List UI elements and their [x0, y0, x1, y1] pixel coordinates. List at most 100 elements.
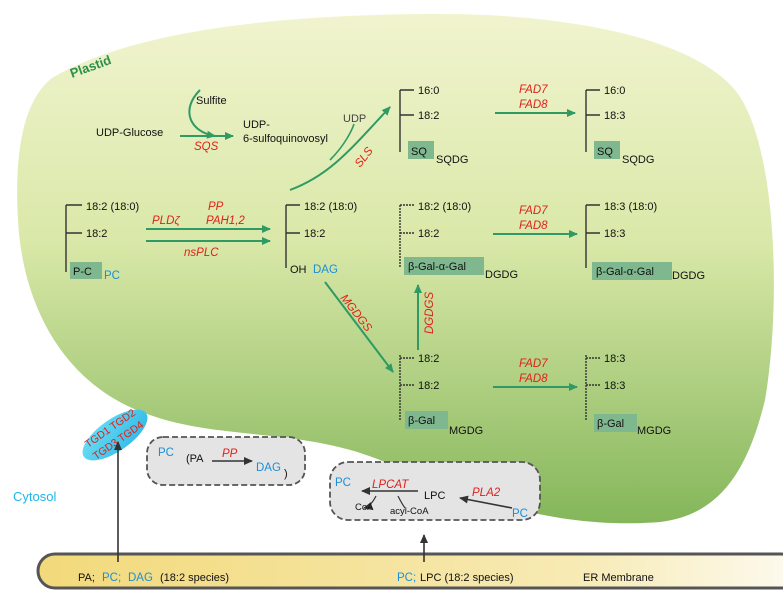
sulfite-label: Sulfite — [196, 95, 227, 107]
mgdg-right-headgroup-box — [594, 414, 637, 432]
fad8-sqdg: FAD8 — [519, 99, 548, 111]
er-dag: DAG — [128, 572, 153, 584]
mgdg-right: 18:3 18:3 β-Gal MGDG — [585, 353, 671, 437]
dgdg-right-headgroup: β-Gal-α-Gal — [596, 266, 654, 278]
pc-headgroup-box — [70, 262, 102, 279]
dgdg-left: 18:2 (18:0) 18:2 β-Gal-α-Gal DGDG — [399, 201, 518, 281]
dgdg-left-headgroup: β-Gal-α-Gal — [408, 261, 466, 273]
mgdg-left-chain2: 18:2 — [418, 380, 439, 392]
acylcoa-uptake-arc — [397, 495, 406, 509]
er-pc: PC; — [102, 572, 121, 584]
dgdg-right-headgroup-box — [592, 262, 672, 280]
dgdgs-step: DGDGS — [414, 284, 436, 350]
fad8-mgdg: FAD8 — [519, 373, 548, 385]
mgdg-left: 18:2 18:2 β-Gal MGDG — [399, 353, 483, 437]
box2-pla2: PLA2 — [472, 487, 501, 499]
pc-to-dag: PLDζ PP PAH1,2 nsPLC — [146, 201, 271, 259]
sqdg-right-chain2: 18:3 — [604, 110, 625, 122]
box2-lpcat: LPCAT — [372, 479, 409, 491]
udp-glucose-label: UDP-Glucose — [96, 127, 163, 139]
sqdg-left-chain2: 18:2 — [418, 110, 439, 122]
er-membrane-label: ER Membrane — [583, 572, 654, 584]
fad8-dgdg: FAD8 — [519, 220, 548, 232]
plastid-stroma — [17, 13, 774, 524]
mgdgs-arrow — [324, 281, 394, 373]
dgdg-left-headgroup-box — [404, 257, 484, 275]
pc-headgroup: P-C — [73, 266, 92, 278]
sqdg-left-headgroup-box — [408, 141, 434, 159]
dgdg-right: 18:3 (18:0) 18:3 β-Gal-α-Gal DGDG — [585, 201, 705, 282]
udp-sq-line1: UDP- — [243, 119, 270, 131]
dag-chain2: 18:2 — [304, 228, 325, 240]
dag-headgroup: OH — [290, 264, 307, 276]
dgdgs-enzyme: DGDGS — [424, 292, 436, 335]
sqs-enzyme: SQS — [194, 141, 219, 153]
dag-chain1: 18:2 (18:0) — [304, 201, 357, 213]
dgdg-left-chain1: 18:2 (18:0) — [418, 201, 471, 213]
lpcat-pla2-box: PC LPCAT CoA acyl-CoA LPC PLA2 PC — [329, 461, 541, 521]
mgdg-left-chain1: 18:2 — [418, 353, 439, 365]
sulfite-arrow — [188, 89, 216, 139]
pc-pa-dag-box: PC (PA PP DAG ) — [146, 436, 306, 486]
udp-sq-line2: 6-sulfoquinovosyl — [243, 133, 328, 145]
udp-release-arc — [329, 123, 355, 161]
er-pa: PA; — [78, 572, 95, 584]
sqdg-right-chain1: 16:0 — [604, 85, 625, 97]
fad-row-dgdg: FAD7 FAD8 — [493, 205, 578, 238]
sqdg-left-headgroup: SQ — [411, 146, 427, 158]
pc-chain2: 18:2 — [86, 228, 107, 240]
er-membrane: ER Membrane — [36, 552, 783, 590]
mgdg-left-headgroup-box — [405, 411, 448, 429]
tgd-complex-shape — [82, 409, 148, 461]
sqdg-right: 16:0 18:3 SQ SQDG — [585, 85, 654, 166]
mgdg-right-chain2: 18:3 — [604, 380, 625, 392]
cytosol-label: Cytosol — [13, 489, 56, 504]
pldz-enzyme: PLDζ — [152, 215, 180, 227]
fad-row-sqdg: FAD7 FAD8 — [495, 84, 576, 117]
box1-close: ) — [284, 468, 288, 480]
pp-enzyme: PP — [208, 201, 224, 213]
dag-molecule: 18:2 (18:0) 18:2 OH DAG — [285, 201, 357, 276]
box2-acylcoa: acyl-CoA — [390, 506, 429, 517]
mgdg-left-headgroup: β-Gal — [408, 415, 435, 427]
fad7-sqdg: FAD7 — [519, 84, 548, 96]
box1-dag: DAG — [256, 462, 281, 474]
box2-pc-left: PC — [335, 477, 351, 489]
box2-pc-right: PC — [512, 508, 528, 520]
fad-row-mgdg: FAD7 FAD8 — [493, 358, 578, 391]
box1-pc: PC — [158, 447, 174, 459]
pah-enzyme: PAH1,2 — [206, 215, 245, 227]
dgdg-right-chain1: 18:3 (18:0) — [604, 201, 657, 213]
pla2-arrow — [459, 495, 513, 509]
er-right-species: PC; LPC (18:2 species) — [397, 572, 514, 584]
mgdg-right-name: MGDG — [637, 425, 671, 437]
box1-pa: (PA — [186, 453, 204, 465]
pc-name: PC — [104, 270, 120, 282]
box2-lpc: LPC — [424, 490, 445, 502]
dgdg-left-name: DGDG — [485, 269, 518, 281]
sqdg-right-name: SQDG — [622, 154, 654, 166]
mgdg-left-name: MGDG — [449, 425, 483, 437]
nsplc-enzyme: nsPLC — [184, 247, 219, 259]
er-left-species: PA; PC; DAG (18:2 species) — [78, 572, 229, 584]
pc-molecule: 18:2 (18:0) 18:2 P-C PC — [65, 201, 139, 282]
er-right-lpc: LPC (18:2 species) — [420, 572, 514, 584]
coa-release-arc — [363, 495, 377, 510]
sqdg-left-name: SQDG — [436, 154, 468, 166]
mgdg-right-chain1: 18:3 — [604, 353, 625, 365]
mgdg-right-headgroup: β-Gal — [597, 418, 624, 430]
dgdg-right-chain2: 18:3 — [604, 228, 625, 240]
sqdg-right-headgroup-box — [594, 141, 620, 159]
udp-out-label: UDP — [343, 113, 366, 125]
sls-arrow — [289, 106, 391, 191]
box1-pp: PP — [222, 448, 238, 460]
box2-coa: CoA — [355, 502, 374, 513]
pc-chain1: 18:2 (18:0) — [86, 201, 139, 213]
dgdg-right-name: DGDG — [672, 270, 705, 282]
sqdg-left: 16:0 18:2 SQ SQDG — [399, 85, 468, 166]
dag-name: DAG — [313, 264, 338, 276]
er-left-species-label: (18:2 species) — [160, 572, 229, 584]
er-right-pc: PC; — [397, 572, 416, 584]
fad7-mgdg: FAD7 — [519, 358, 548, 370]
